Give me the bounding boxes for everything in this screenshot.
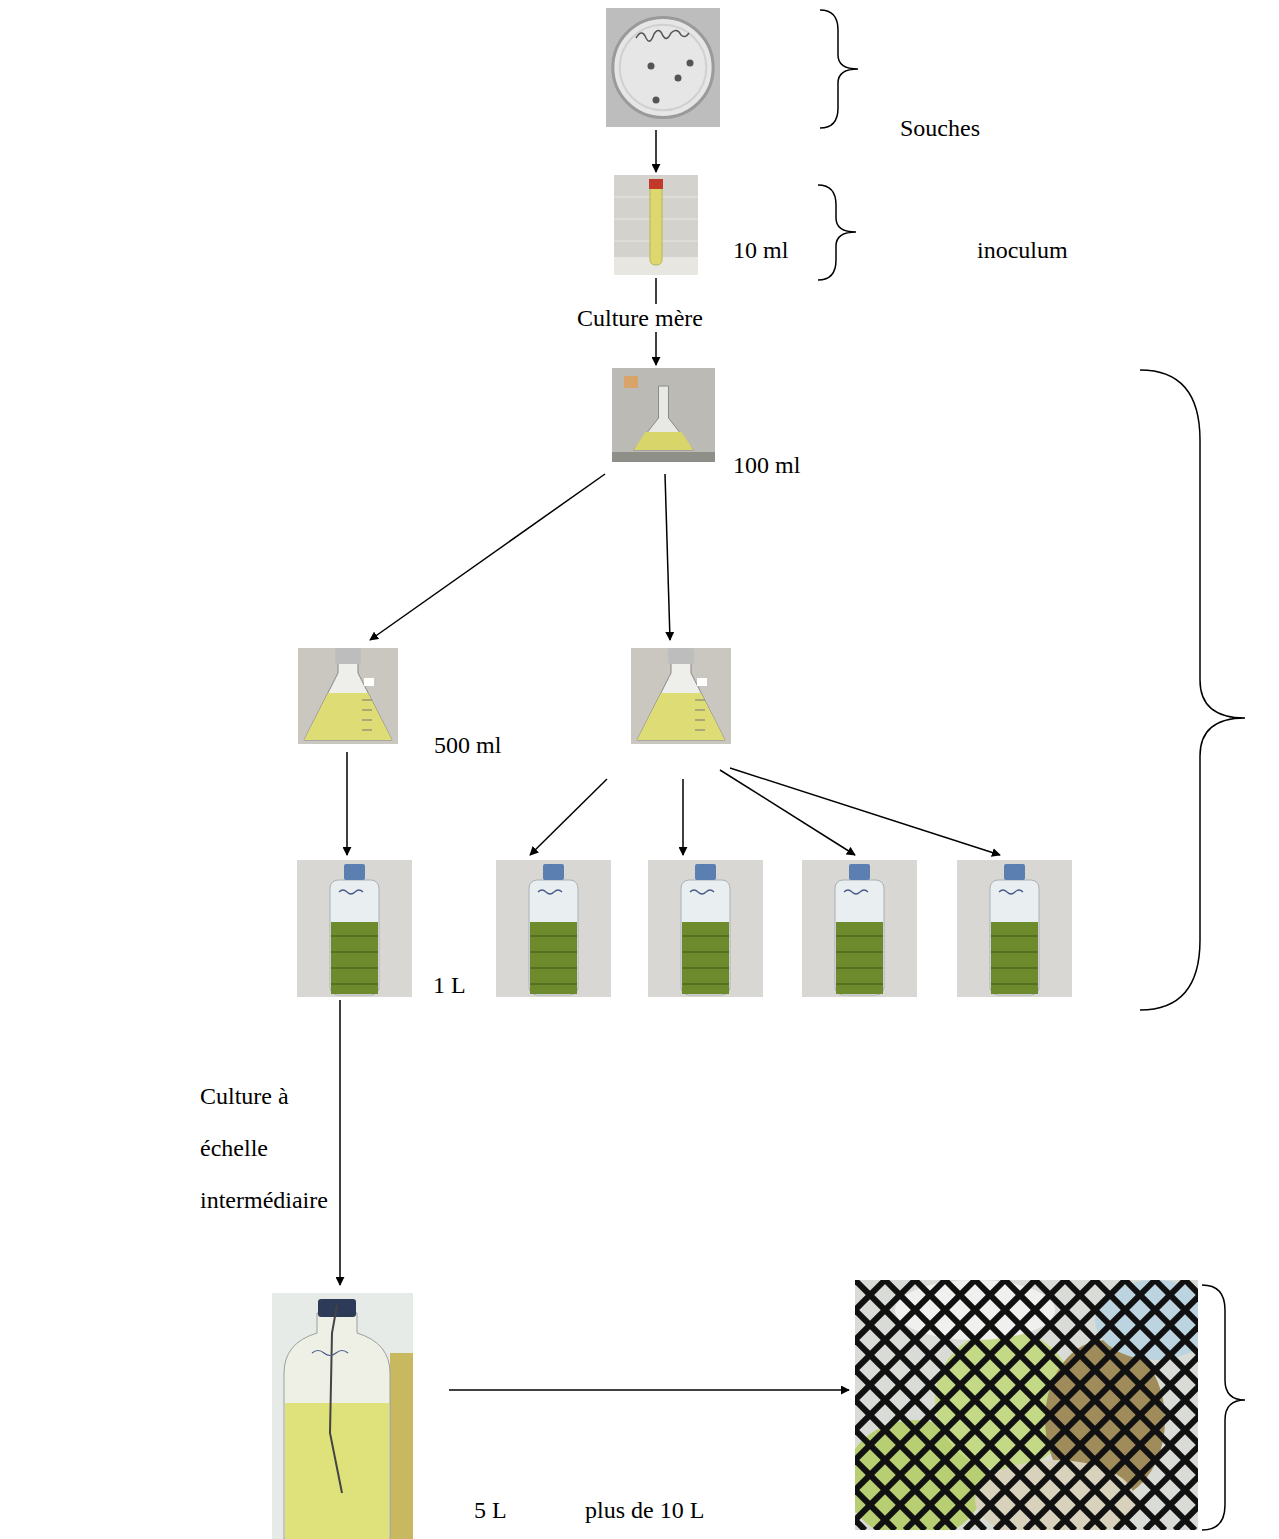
- curly-bracket: [820, 10, 858, 128]
- photo-node: [648, 860, 763, 997]
- bottle-photo: [957, 860, 1072, 997]
- photo-node: [496, 860, 611, 997]
- tube-photo: [614, 175, 698, 275]
- volume-label: 5 L: [474, 1496, 507, 1524]
- arrow-connector: [370, 474, 605, 640]
- bottle-photo: [648, 860, 763, 997]
- volume-label: 500 ml: [434, 731, 501, 759]
- arrow-connector: [720, 770, 855, 855]
- arrow-connector: [730, 768, 1000, 855]
- photo-node: [631, 648, 731, 744]
- volume-label: 1 L: [433, 971, 466, 999]
- tank-photo: [855, 1280, 1198, 1530]
- big-photo: [272, 1293, 413, 1539]
- volume-label: inoculum: [977, 236, 1068, 264]
- arrow-connector: [682, 779, 684, 855]
- arrow-connector: [339, 1000, 341, 1285]
- volume-label: Souches: [900, 114, 980, 142]
- flask500-photo: [631, 648, 731, 744]
- arrow-connector: [346, 752, 348, 855]
- photo-node: 10 mlinoculum: [614, 175, 698, 275]
- bottle-photo: [802, 860, 917, 997]
- photo-node: plus de 10 L: [855, 1280, 1198, 1530]
- bottle-photo: [297, 860, 412, 997]
- stage-label: Culture à échelle intermédiaire: [200, 1070, 335, 1226]
- photo-node: Souches: [606, 8, 720, 127]
- photo-node: 500 ml: [298, 648, 398, 744]
- flask500-photo: [298, 648, 398, 744]
- arrow-connector: [530, 779, 607, 855]
- curly-bracket: [1202, 1285, 1245, 1530]
- edge-label: Culture mère: [575, 304, 705, 332]
- volume-label: 10 ml: [733, 236, 788, 264]
- arrow-connector: [665, 474, 670, 640]
- volume-label: 100 ml: [733, 451, 800, 479]
- arrow-connector: [655, 130, 657, 172]
- flask100-photo: [612, 368, 715, 462]
- petri-photo: [606, 8, 720, 127]
- photo-node: [802, 860, 917, 997]
- photo-node: 5 L: [272, 1293, 413, 1539]
- volume-label: plus de 10 L: [585, 1496, 704, 1524]
- curly-bracket: [1140, 370, 1245, 1010]
- photo-node: [957, 860, 1072, 997]
- photo-node: 100 ml: [612, 368, 715, 462]
- curly-bracket: [818, 185, 856, 280]
- arrow-connector: [449, 1389, 849, 1391]
- photo-node: 1 L: [297, 860, 412, 997]
- bottle-photo: [496, 860, 611, 997]
